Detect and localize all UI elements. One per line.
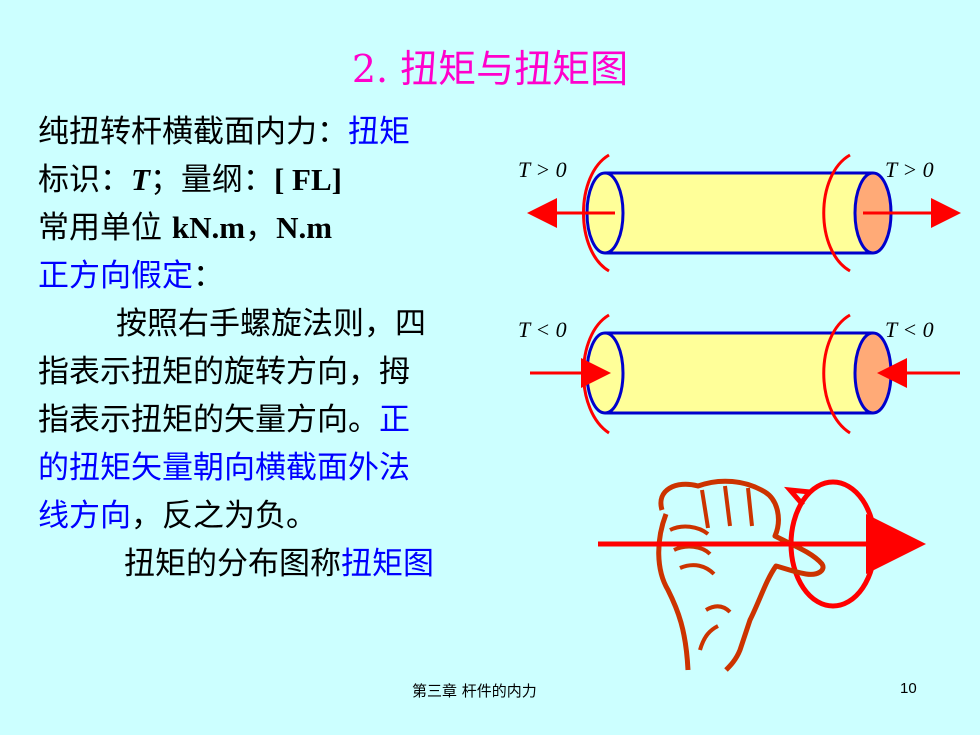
text-line-2: 标识：T；量纲：[ FL]	[38, 156, 508, 204]
text-unit-knm: kN.m	[171, 210, 246, 245]
text-sign-convention: 正方向假定	[38, 258, 193, 294]
slide-title: 2. 扭矩与扭矩图	[351, 47, 629, 91]
text-thumb-rule: 指表示扭矩的矢量方向。	[38, 402, 379, 438]
text-comma: ，	[245, 210, 277, 246]
cylinder-positive	[585, 171, 893, 255]
text-normal-direction: 线方向	[38, 498, 131, 534]
cylinder-negative	[585, 331, 893, 415]
text-line-9: 线方向，反之为负。	[38, 492, 508, 540]
text-line-7: 指表示扭矩的矢量方向。正	[38, 396, 508, 444]
arrows-positive	[527, 153, 961, 273]
label-top-left: T > 0	[518, 157, 567, 182]
text-symbol-label: 标识：	[38, 162, 131, 198]
right-hand-rule-icon	[598, 478, 926, 672]
text-units-label: 常用单位	[38, 210, 172, 246]
label-bottom-right: T < 0	[885, 317, 934, 342]
text-dimension-value: [ FL]	[273, 162, 342, 197]
footer-chapter: 第三章 杆件的内力	[412, 682, 537, 700]
text-positive: 正	[379, 402, 410, 438]
text-unit-nm: N.m	[276, 210, 333, 245]
text-line-5: 按照右手螺旋法则，四	[116, 306, 426, 342]
text-line-4: 正方向假定：	[38, 252, 508, 300]
text-dimension-label: ；量纲：	[149, 162, 274, 198]
label-bottom-left: T < 0	[518, 317, 567, 342]
text-line-8: 的扭矩矢量朝向横截面外法	[38, 450, 410, 486]
text-torque-term: 扭矩	[348, 114, 410, 150]
text-line-10: 扭矩的分布图称扭矩图	[38, 540, 508, 588]
torque-sign-diagram: T > 0 T > 0 T < 0 T < 0	[518, 153, 961, 435]
text-line-1: 纯扭转杆横截面内力：扭矩	[38, 108, 508, 156]
body-text: 纯扭转杆横截面内力：扭矩 标识：T；量纲：[ FL] 常用单位 kN.m，N.m…	[38, 108, 508, 588]
text-colon: ：	[193, 258, 224, 294]
text-torque-diagram: 扭矩图	[341, 546, 434, 582]
label-top-right: T > 0	[885, 157, 934, 182]
text-line-3: 常用单位 kN.m，N.m	[38, 204, 508, 252]
text-internal-force: 纯扭转杆横截面内力：	[38, 114, 348, 150]
text-negative-rule: ，反之为负。	[131, 498, 317, 534]
page-number: 10	[900, 680, 917, 697]
text-line-6: 指表示扭矩的旋转方向，拇	[38, 354, 410, 390]
arrows-negative	[530, 313, 960, 435]
text-symbol-T: T	[131, 162, 150, 197]
text-diagram-def: 扭矩的分布图称	[124, 546, 341, 582]
